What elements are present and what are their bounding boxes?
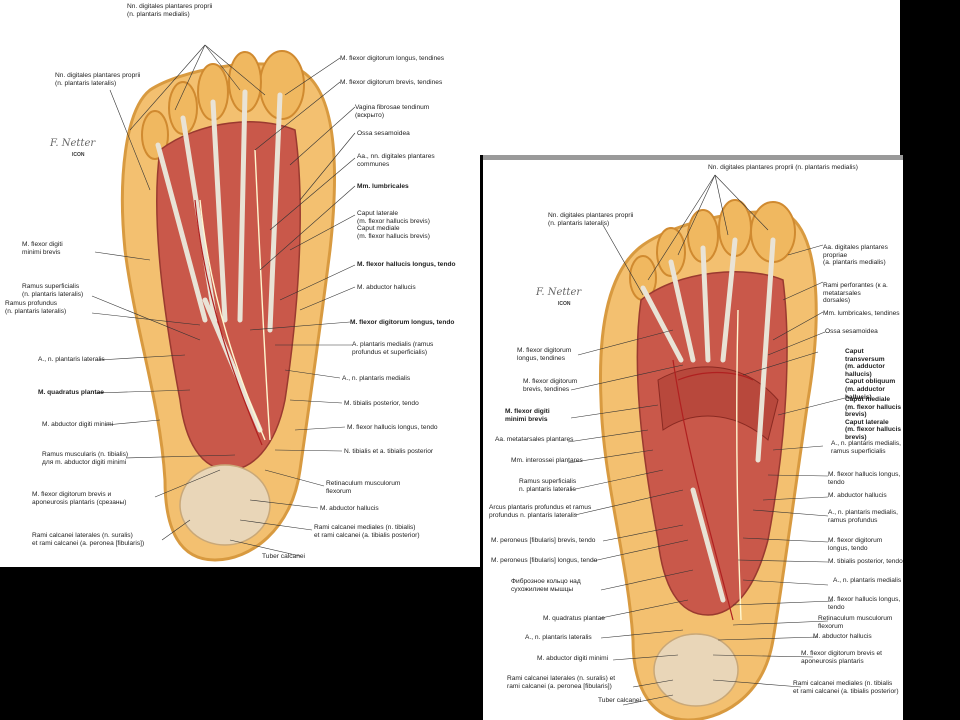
label-ossa-sesamoidea-r: Ossa sesamoidea xyxy=(825,328,878,335)
panel-divider xyxy=(483,155,903,160)
label-mm-lumbricales: Mm. lumbricales xyxy=(357,183,409,190)
label-retinaculum: Retinaculum musculorum flexorum xyxy=(326,480,401,495)
label-nn-digitales-lateralis-r: Nn. digitales plantares proprii (n. plan… xyxy=(548,212,634,227)
label-quadratus-plantae: M. quadratus plantae xyxy=(38,389,104,396)
right-anatomy-illustration: F. Netter ICON Nn. digitales plantares p… xyxy=(483,160,903,720)
label-rami-calcanei-laterales-r: Rami calcanei laterales (n. suralis) et … xyxy=(507,675,616,690)
label-flexor-digiti-minimi: M. flexor digiti minimi brevis xyxy=(22,241,63,256)
label-nn-digitales-lateralis: Nn. digitales plantares proprii (n. plan… xyxy=(55,72,141,87)
label-quadratus-plantae-r: M. quadratus plantae xyxy=(543,615,605,622)
label-an-plantaris-lateralis-r: A., n. plantaris lateralis xyxy=(525,634,592,641)
label-ramus-superficialis-r: Ramus superficialis n. plantaris lateral… xyxy=(519,478,577,493)
label-aa-nn-digitales: Aa., nn. digitales plantares communes xyxy=(357,153,435,168)
label-caput-laterale-mediale: Caput laterale (m. flexor hallucis brevi… xyxy=(357,210,430,240)
label-caput-mediale-laterale-r: Caput mediale (m. flexor hallucis brevis… xyxy=(845,396,902,441)
label-aa-metatarsales-r: Aa. metatarsales plantares xyxy=(495,436,574,443)
foot-sole-illustration-left xyxy=(91,44,356,562)
label-fdl-tendines-r: M. flexor digitorum longus, tendines xyxy=(517,347,572,362)
label-ramus-superficialis: Ramus superficialis (n. plantaris latera… xyxy=(22,283,84,298)
label-n-tibialis: N. tibialis et a. tibialis posterior xyxy=(344,448,434,455)
label-peroneus-brevis-r: M. peroneus [fibularis] brevis, tendo xyxy=(491,537,596,544)
label-an-plantaris-medialis: A., n. plantaris medialis xyxy=(342,375,411,382)
top-right-blank-area xyxy=(480,0,900,155)
publisher-stamp: ICON xyxy=(72,152,85,158)
label-fdb-aponeurosis: M. flexor digitorum brevis и aponeurosis… xyxy=(32,491,127,506)
label-tuber-calcanei-r: Tuber calcanei xyxy=(598,697,642,704)
label-rami-calcanei-mediales-r: Rami calcanei mediales (n. tibialis et r… xyxy=(793,680,899,695)
label-an-medialis-sup-r: A., n. plantaris medialis, ramus superfi… xyxy=(831,440,901,455)
label-fhl-tendo-2-r: M. flexor hallucis longus, tendo xyxy=(828,596,901,611)
label-tibialis-posterior: M. tibialis posterior, tendo xyxy=(344,400,419,407)
artist-signature: F. Netter xyxy=(50,138,96,149)
label-caput-transversum-obliquum-r: Caput transversum (m. adductor hallucis)… xyxy=(845,348,896,401)
label-ossa-sesamoidea: Ossa sesamoidea xyxy=(357,130,410,137)
label-abductor-hallucis: M. abductor hallucis xyxy=(357,284,416,291)
label-fdb-aponeurosis-r: M. flexor digitorum brevis et aponeurosi… xyxy=(801,650,882,665)
label-rami-calcanei-mediales: Rami calcanei mediales (n. tibialis) et … xyxy=(314,524,420,539)
label-rami-perforantes-r: Rami perforantes (к a. metatarsales dors… xyxy=(823,282,888,305)
label-fdb-tendines-r: M. flexor digitorum brevis, tendines xyxy=(523,378,578,393)
label-tuber-calcanei: Tuber calcanei xyxy=(262,553,306,560)
label-fhl-tendo-2: M. flexor hallucis longus, tendo xyxy=(347,424,438,431)
left-anatomy-illustration: F. Netter ICON Nn. digitales plantares p… xyxy=(0,0,480,567)
label-nn-digitales-medialis: Nn. digitales plantares proprii (n. plan… xyxy=(127,3,213,18)
label-fdl-tendo-r: M. flexor digitorum longus, tendo xyxy=(828,537,883,552)
label-fdl-tendo: M. flexor digitorum longus, tendo xyxy=(350,319,455,326)
label-flexor-digiti-minimi-r: M. flexor digiti minimi brevis xyxy=(505,408,550,423)
label-abductor-hallucis-2-r: M. abductor hallucis xyxy=(813,633,872,640)
artist-signature-right: F. Netter xyxy=(536,287,582,298)
label-fhl-tendo: M. flexor hallucis longus, tendo xyxy=(357,261,456,268)
label-an-plantaris-lateralis: A., n. plantaris lateralis xyxy=(38,356,105,363)
foot-sole-illustration-right xyxy=(567,174,846,720)
label-fdb-tendines: M. flexor digitorum brevis, tendines xyxy=(340,79,443,86)
label-fibroznoe-koltso-r: Фиброзное кольцо над сухожилием мышцы xyxy=(511,578,581,593)
publisher-stamp-right: ICON xyxy=(558,301,571,307)
label-fhl-tendo-r: M. flexor hallucis longus, tendo xyxy=(828,471,901,486)
label-tibialis-posterior-r: M. tibialis posterior, tendo xyxy=(828,558,903,565)
label-arcus-plantaris-r: Arcus plantaris profundus et ramus profu… xyxy=(489,504,592,519)
label-an-medialis-prof-r: A., n. plantaris medialis, ramus profund… xyxy=(828,509,898,524)
label-abductor-digiti-minimi-r: M. abductor digiti minimi xyxy=(537,655,609,662)
label-retinaculum-r: Retinaculum musculorum flexorum xyxy=(818,615,893,630)
label-abductor-hallucis-r: M. abductor hallucis xyxy=(828,492,887,499)
label-abductor-digiti-minimi: M. abductor digiti minimi xyxy=(42,421,114,428)
label-rami-calcanei-laterales: Rami calcanei laterales (n. suralis) et … xyxy=(32,532,145,547)
label-nn-digitales-medialis-r: Nn. digitales plantares proprii (n. plan… xyxy=(708,164,858,171)
label-aa-digitales-r: Aa. digitales plantares propriae (a. pla… xyxy=(823,244,888,267)
label-an-plantaris-medialis-r: A., n. plantaris medialis xyxy=(833,577,902,584)
label-abductor-hallucis-2: M. abductor hallucis xyxy=(320,505,379,512)
label-a-plantaris-medialis-ramus: A. plantaris medialis (ramus profundus e… xyxy=(352,341,434,356)
label-interossei-r: Mm. interossei plantares xyxy=(511,457,583,464)
label-ramus-profundus: Ramus profundus (n. plantaris lateralis) xyxy=(5,300,67,315)
label-vagina-fibrosae: Vagina fibrosae tendinum (вскрыто) xyxy=(355,104,430,119)
label-fdl-tendines: M. flexor digitorum longus, tendines xyxy=(340,55,445,62)
label-ramus-muscularis: Ramus muscularis (n. tibialis) для m. ab… xyxy=(42,451,129,466)
label-lumbricales-tendines-r: Mm. lumbricales, tendines xyxy=(823,310,900,317)
label-peroneus-longus-r: M. peroneus [fibularis] longus, tendo xyxy=(491,557,598,564)
